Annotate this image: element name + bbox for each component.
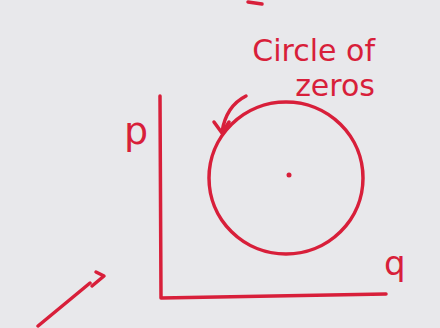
axis-label: p bbox=[124, 110, 164, 154]
axis-label: q bbox=[384, 244, 424, 283]
center-dot bbox=[287, 173, 292, 178]
axes bbox=[160, 96, 386, 298]
zero-circle bbox=[209, 102, 363, 254]
circle-label: Circle of zeros bbox=[210, 34, 375, 103]
side-arrow-line bbox=[38, 283, 90, 326]
stray-mark bbox=[248, 2, 262, 4]
leader-arrowhead bbox=[214, 122, 229, 133]
side-arrowhead bbox=[92, 272, 104, 286]
